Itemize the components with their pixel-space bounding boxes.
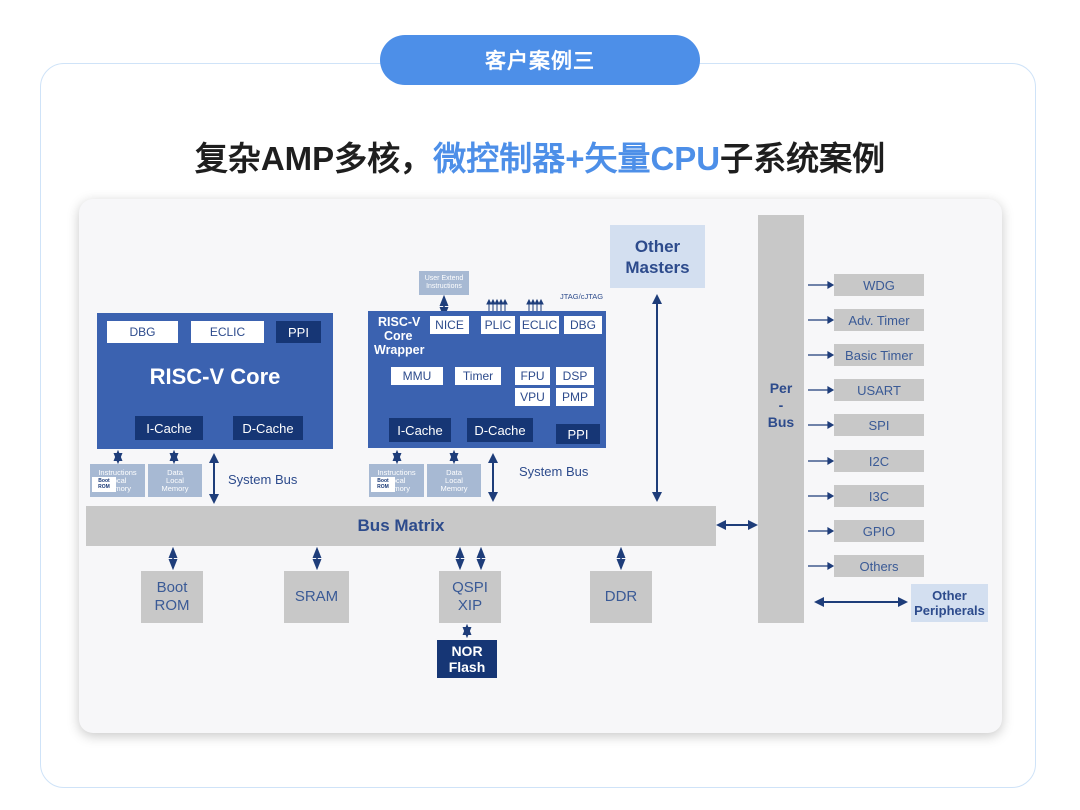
page-title: 复杂AMP多核，微控制器+矢量CPU子系统案例 xyxy=(0,132,1080,180)
core1-ilm-l1: Instructions xyxy=(98,467,137,477)
core2-plic: PLIC xyxy=(481,316,515,334)
core1-dlm-l3: Memory xyxy=(161,483,189,493)
per-bus-l3: Bus xyxy=(767,414,795,430)
core2-fpu: FPU xyxy=(515,367,550,385)
sram: SRAM xyxy=(284,571,349,623)
core2-boot-rom: Boot ROM xyxy=(371,477,395,492)
periph-wdg: WDG xyxy=(834,274,924,296)
title-prefix: 复杂AMP多核， xyxy=(194,140,434,177)
core1-dbg: DBG xyxy=(107,321,178,343)
jtag-label: JTAG/cJTAG xyxy=(560,292,604,301)
core2-dlm-l1: Data xyxy=(446,467,462,477)
core2-wrapper-l2: Core xyxy=(384,329,413,343)
title-suffix: 子系统案例 xyxy=(720,140,886,177)
core2-dbg: DBG xyxy=(564,316,602,334)
periph-others: Others xyxy=(834,555,924,577)
core1-name: RISC-V Core xyxy=(149,364,281,389)
core2-nice: NICE xyxy=(430,316,469,334)
per-bus-l2: - xyxy=(778,397,784,413)
periph-usart: USART xyxy=(834,379,924,401)
core1-icache: I-Cache xyxy=(135,416,203,440)
periph-i2c: I2C xyxy=(834,450,924,472)
core2-dcache: D-Cache xyxy=(467,418,533,442)
core2-ppi: PPI xyxy=(556,424,600,444)
core1-ppi: PPI xyxy=(276,321,321,343)
periph-gpio: GPIO xyxy=(834,520,924,542)
core2-wrapper-l1: RISC-V xyxy=(378,315,421,329)
periph-i3c: I3C xyxy=(834,485,924,507)
core2-dsp: DSP xyxy=(556,367,594,385)
user-extend-instructions: User Extend Instructions xyxy=(419,271,469,295)
per-bus-label: Per - Bus xyxy=(758,380,804,431)
periph-basic-timer: Basic Timer xyxy=(834,344,924,366)
core2-dlm-l2: Local xyxy=(445,475,463,485)
core2-eclic: ECLIC xyxy=(520,316,559,334)
per-bus xyxy=(758,215,804,623)
per-bus-l1: Per xyxy=(769,380,793,396)
core2-vpu: VPU xyxy=(515,388,550,406)
core1-dlm-l1: Data xyxy=(167,467,183,477)
core2-pmp: PMP xyxy=(556,388,594,406)
core2-system-bus-label: System Bus xyxy=(519,464,589,479)
core1-dcache: D-Cache xyxy=(233,416,303,440)
core2-wrapper-label: RISC-V Core Wrapper xyxy=(374,315,424,357)
core2-ilm-l3: Memory xyxy=(382,483,411,493)
core1-boot-rom: Boot ROM xyxy=(92,477,116,492)
core2-ilm-l2: Local xyxy=(387,475,406,485)
periph-adv-timer: Adv. Timer xyxy=(834,309,924,331)
nor-flash: NOR Flash xyxy=(437,640,497,678)
ddr: DDR xyxy=(590,571,652,623)
other-peripherals: Other Peripherals xyxy=(911,584,988,622)
bus-matrix: Bus Matrix xyxy=(86,506,716,546)
core1-ilm-l3: Memory xyxy=(103,483,132,493)
core2-icache: I-Cache xyxy=(389,418,451,442)
core2-ilm-l1: Instructions xyxy=(377,467,416,477)
case-tag: 客户案例三 xyxy=(380,35,700,85)
other-masters: Other Masters xyxy=(610,225,705,288)
core2-mmu: MMU xyxy=(391,367,443,385)
title-highlight: 微控制器+矢量CPU xyxy=(433,140,721,177)
core2-dlm-l3: Memory xyxy=(440,483,468,493)
boot-rom: Boot ROM xyxy=(141,571,203,623)
core1-system-bus-label: System Bus xyxy=(228,472,298,487)
core1-dlm-l2: Local xyxy=(166,475,184,485)
core1-ilm-l2: Local xyxy=(108,475,127,485)
core1-eclic: ECLIC xyxy=(191,321,264,343)
periph-spi: SPI xyxy=(834,414,924,436)
core2-wrapper-l3: Wrapper xyxy=(374,343,425,357)
core2-timer: Timer xyxy=(455,367,501,385)
qspi-xip: QSPI XIP xyxy=(439,571,501,623)
